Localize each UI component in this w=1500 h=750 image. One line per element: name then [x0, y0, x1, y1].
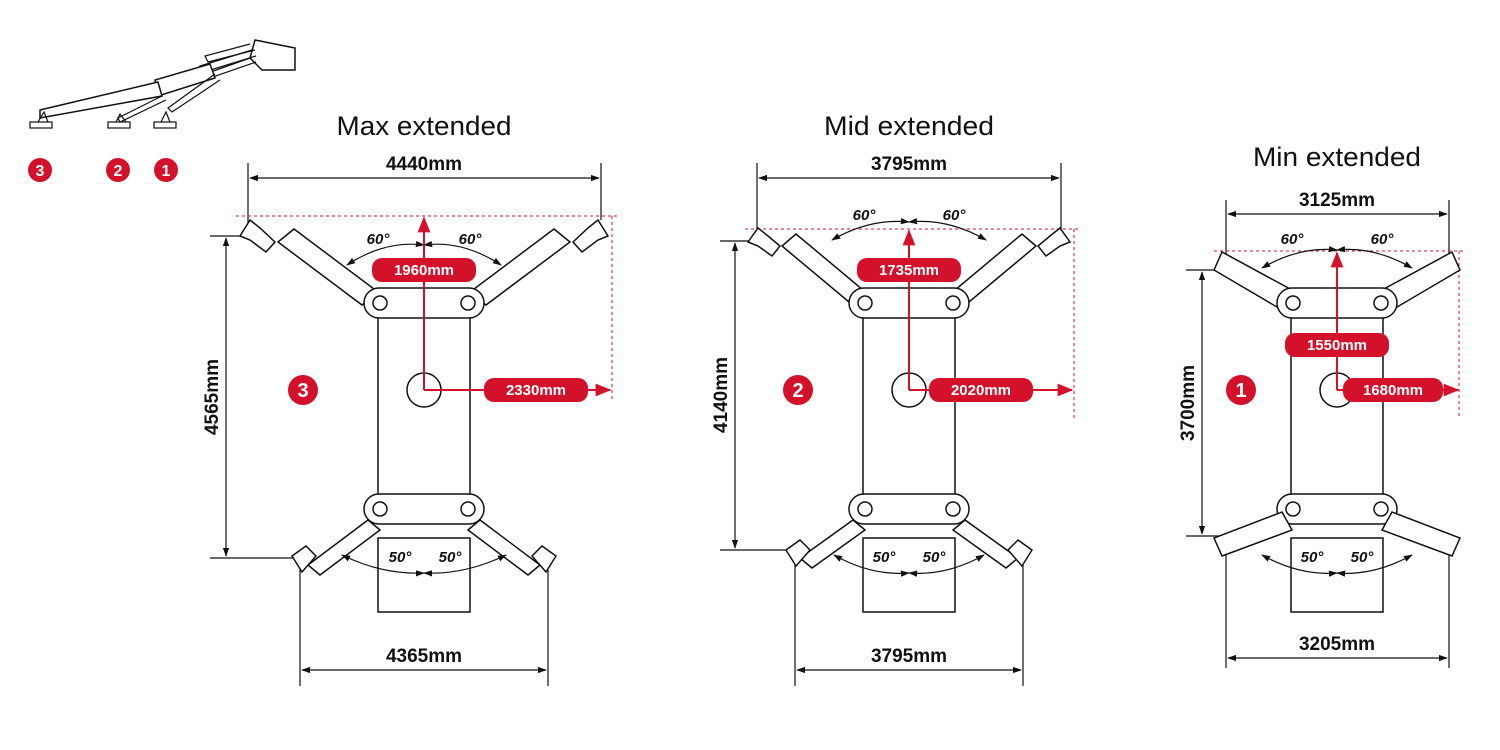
height-label: 4565mm [202, 359, 223, 435]
svg-text:1680mm: 1680mm [1363, 382, 1423, 399]
svg-text:3: 3 [297, 380, 308, 402]
bottom-width-label: 3205mm [1299, 634, 1375, 655]
top-angle-right: 60° [943, 207, 967, 224]
bottom-width-label: 3795mm [871, 646, 947, 667]
horizontal-reach-pill: 1680mm [1343, 378, 1443, 402]
svg-text:1: 1 [1235, 380, 1246, 402]
svg-text:1550mm: 1550mm [1307, 337, 1367, 354]
svg-text:1960mm: 1960mm [394, 262, 454, 279]
step-badge: 3 [288, 375, 318, 405]
bottom-width-label: 4365mm [386, 646, 462, 667]
svg-text:2020mm: 2020mm [951, 382, 1011, 399]
top-angle-right: 60° [1371, 231, 1395, 248]
bottom-angle-left: 50° [873, 549, 897, 566]
vertical-reach-pill: 1735mm [857, 258, 961, 282]
angle-arcs [831, 218, 987, 577]
top-width-label: 3795mm [871, 154, 947, 175]
top-angle-left: 60° [853, 207, 877, 224]
panel-title: Min extended [1253, 142, 1421, 172]
svg-text:2330mm: 2330mm [506, 382, 566, 399]
panel-min-extended: Min extended 3125mm 3205mm 3700mm [1178, 142, 1463, 668]
bottom-angle-right: 50° [923, 549, 947, 566]
extension-lines [210, 163, 602, 686]
arm-extension-legend: 3 2 1 [28, 39, 296, 182]
svg-text:2: 2 [114, 163, 123, 180]
panel-title: Max extended [337, 111, 512, 141]
top-width-label: 4440mm [386, 154, 462, 175]
height-label: 3700mm [1178, 365, 1199, 441]
svg-text:1735mm: 1735mm [879, 262, 939, 279]
vertical-reach-pill: 1960mm [372, 258, 476, 282]
bottom-angle-right: 50° [1351, 549, 1375, 566]
horizontal-reach-pill: 2330mm [484, 378, 588, 402]
legend-badge-3: 3 [28, 158, 52, 182]
legend-badge-2: 2 [106, 158, 130, 182]
bottom-angle-left: 50° [389, 549, 413, 566]
svg-text:3: 3 [36, 163, 45, 180]
angle-arcs [341, 240, 507, 577]
svg-text:2: 2 [792, 380, 803, 402]
top-angle-left: 60° [1281, 231, 1305, 248]
legend-badge-1: 1 [154, 158, 178, 182]
top-width-label: 3125mm [1299, 190, 1375, 211]
horizontal-reach-pill: 2020mm [929, 378, 1033, 402]
panel-title: Mid extended [824, 111, 994, 141]
step-badge: 2 [783, 375, 813, 405]
panel-max-extended: Max extended 4440mm 4365mm 4565mm [202, 111, 618, 686]
height-label: 4140mm [711, 357, 732, 433]
extension-lines [1186, 200, 1450, 668]
angle-arcs [1261, 246, 1413, 577]
bottom-angle-right: 50° [439, 549, 463, 566]
extension-lines [720, 163, 1062, 686]
svg-text:1: 1 [162, 163, 171, 180]
panel-mid-extended: Mid extended 3795mm 3795mm 4140mm [711, 111, 1078, 686]
top-angle-right: 60° [459, 231, 483, 248]
bottom-angle-left: 50° [1301, 549, 1325, 566]
arm-side-view-icon [29, 39, 296, 129]
vertical-reach-pill: 1550mm [1285, 333, 1389, 357]
step-badge: 1 [1226, 375, 1256, 405]
top-angle-left: 60° [367, 231, 391, 248]
